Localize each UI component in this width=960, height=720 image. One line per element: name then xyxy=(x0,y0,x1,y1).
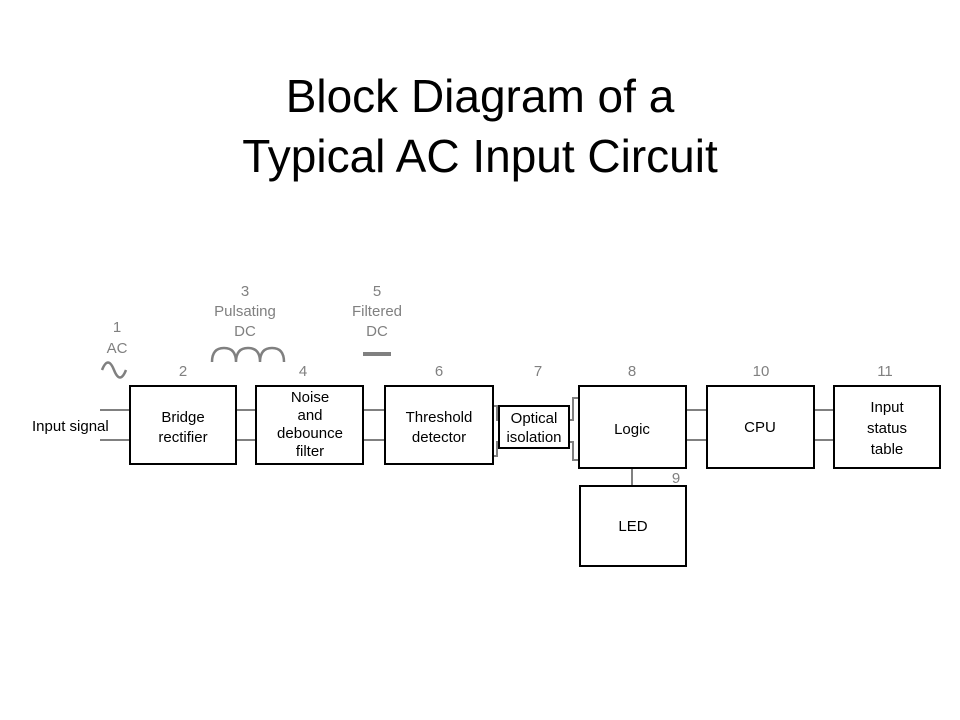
status-label-line3: table xyxy=(871,441,904,458)
block-threshold-detector: Threshold detector xyxy=(384,385,494,465)
cpu-box xyxy=(706,385,815,469)
led-box xyxy=(579,485,687,567)
led-number: 9 xyxy=(672,470,680,487)
noise-label-line2: and xyxy=(297,407,322,424)
status-number: 11 xyxy=(877,363,893,380)
noise-label-line1: Noise xyxy=(291,389,329,406)
block-logic: Logic xyxy=(578,385,687,469)
noise-number: 4 xyxy=(299,363,307,380)
title-line-2: Typical AC Input Circuit xyxy=(242,130,718,182)
sine-wave-icon xyxy=(100,361,128,379)
noise-label-line3: debounce xyxy=(277,425,343,442)
optical-label-line1: Optical xyxy=(511,410,558,427)
annotation-filtered: 5 Filtered DC xyxy=(352,283,402,356)
block-led: LED xyxy=(579,485,687,567)
block-bridge-rectifier: Bridge rectifier xyxy=(129,385,237,465)
status-label-line2: status xyxy=(867,420,907,437)
noise-label-line4: filter xyxy=(296,443,324,460)
threshold-box xyxy=(384,385,494,465)
block-input-status-table: Input status table xyxy=(833,385,941,469)
logic-number: 8 xyxy=(628,363,636,380)
threshold-label-line1: Threshold xyxy=(406,409,473,426)
cpu-label: CPU xyxy=(744,419,776,436)
status-box xyxy=(833,385,941,469)
annotation-ac-number: 1 xyxy=(113,319,121,336)
block-optical-isolation: Optical isolation xyxy=(498,405,570,449)
block-noise-filter: Noise and debounce filter xyxy=(255,385,364,465)
annotation-filtered-number: 5 xyxy=(373,283,381,300)
led-label: LED xyxy=(618,518,647,535)
bridge-box xyxy=(129,385,237,465)
block-cpu: CPU xyxy=(706,385,815,469)
optical-label-line2: isolation xyxy=(506,429,561,446)
annotation-filtered-line1: Filtered xyxy=(352,303,402,320)
noise-box xyxy=(255,385,364,465)
page-title: Block Diagram of a Typical AC Input Circ… xyxy=(0,66,960,186)
annotation-pulsating-number: 3 xyxy=(241,283,249,300)
threshold-label-line2: detector xyxy=(412,429,466,446)
bridge-label-line1: Bridge xyxy=(161,409,204,426)
annotation-pulsating: 3 Pulsating DC xyxy=(210,283,286,363)
optical-box xyxy=(498,405,570,449)
logic-box xyxy=(578,385,687,469)
status-label-line1: Input xyxy=(870,399,904,416)
title-line-1: Block Diagram of a xyxy=(285,70,675,122)
annotation-pulsating-line2: DC xyxy=(234,323,256,340)
bridge-number: 2 xyxy=(179,363,187,380)
cpu-number: 10 xyxy=(753,363,770,380)
optical-number: 7 xyxy=(534,363,542,380)
wire-optical-logic-top xyxy=(569,397,579,421)
logic-label: Logic xyxy=(614,421,650,438)
annotation-pulsating-line1: Pulsating xyxy=(214,303,276,320)
pulsating-dc-icon xyxy=(210,346,286,363)
annotation-ac-label: AC xyxy=(107,340,128,357)
input-signal-label: Input signal xyxy=(32,418,109,435)
wire-optical-logic-bottom xyxy=(569,441,579,461)
annotation-filtered-line2: DC xyxy=(366,323,388,340)
annotation-ac: 1 AC xyxy=(100,319,128,379)
threshold-number: 6 xyxy=(435,363,443,380)
bridge-label-line2: rectifier xyxy=(158,429,207,446)
